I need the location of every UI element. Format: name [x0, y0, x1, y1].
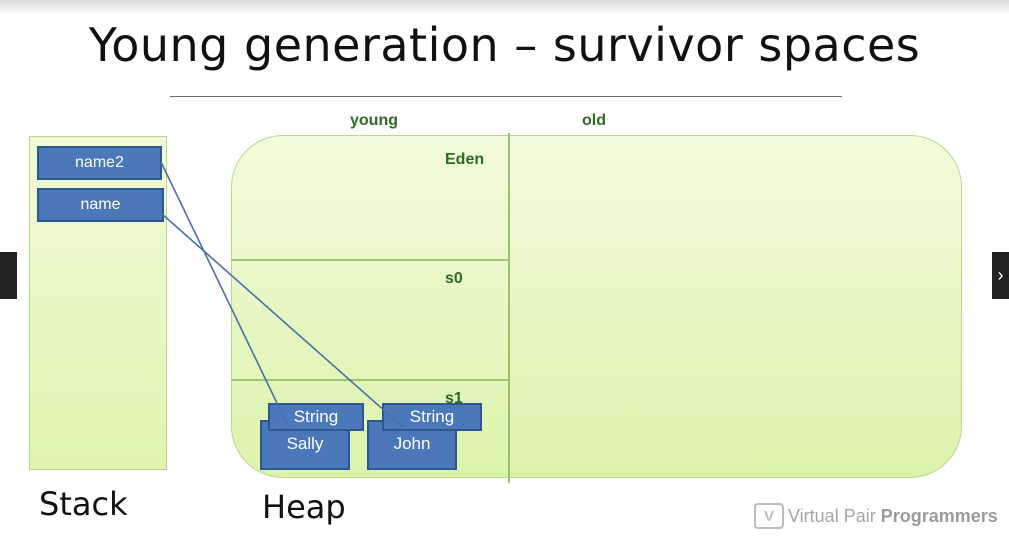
name-reference-line — [161, 213, 405, 429]
string-object-1: String — [268, 403, 364, 431]
top-shade — [0, 0, 1009, 14]
brand-watermark: V Virtual Pair Programmers — [754, 502, 998, 530]
young-old-divider — [508, 133, 510, 483]
stack-label: Stack — [39, 485, 128, 523]
heap-label: Heap — [262, 488, 346, 526]
chevron-right-icon: › — [997, 265, 1004, 285]
s1-label: s1 — [445, 390, 463, 407]
eden-label: Eden — [445, 151, 485, 168]
eden-s0-divider — [231, 259, 510, 261]
stack-var-name2: name2 — [37, 146, 162, 180]
name2-reference-line — [160, 161, 290, 429]
old-label: old — [582, 112, 606, 129]
title-rule — [170, 96, 842, 97]
s0-s1-divider — [231, 379, 510, 381]
young-label: young — [350, 112, 398, 129]
s0-label: s0 — [445, 270, 463, 287]
next-slide-button[interactable]: › — [992, 252, 1009, 299]
brand-name-light: Virtual Pair — [788, 505, 876, 526]
slide-title: Young generation – survivor spaces — [88, 18, 921, 72]
brand-name-bold: Programmers — [880, 505, 998, 526]
prev-slide-tab[interactable] — [0, 252, 17, 299]
string-object-2: String — [382, 403, 482, 431]
brand-logo-icon: V — [754, 503, 784, 529]
stack-var-name: name — [37, 188, 164, 222]
